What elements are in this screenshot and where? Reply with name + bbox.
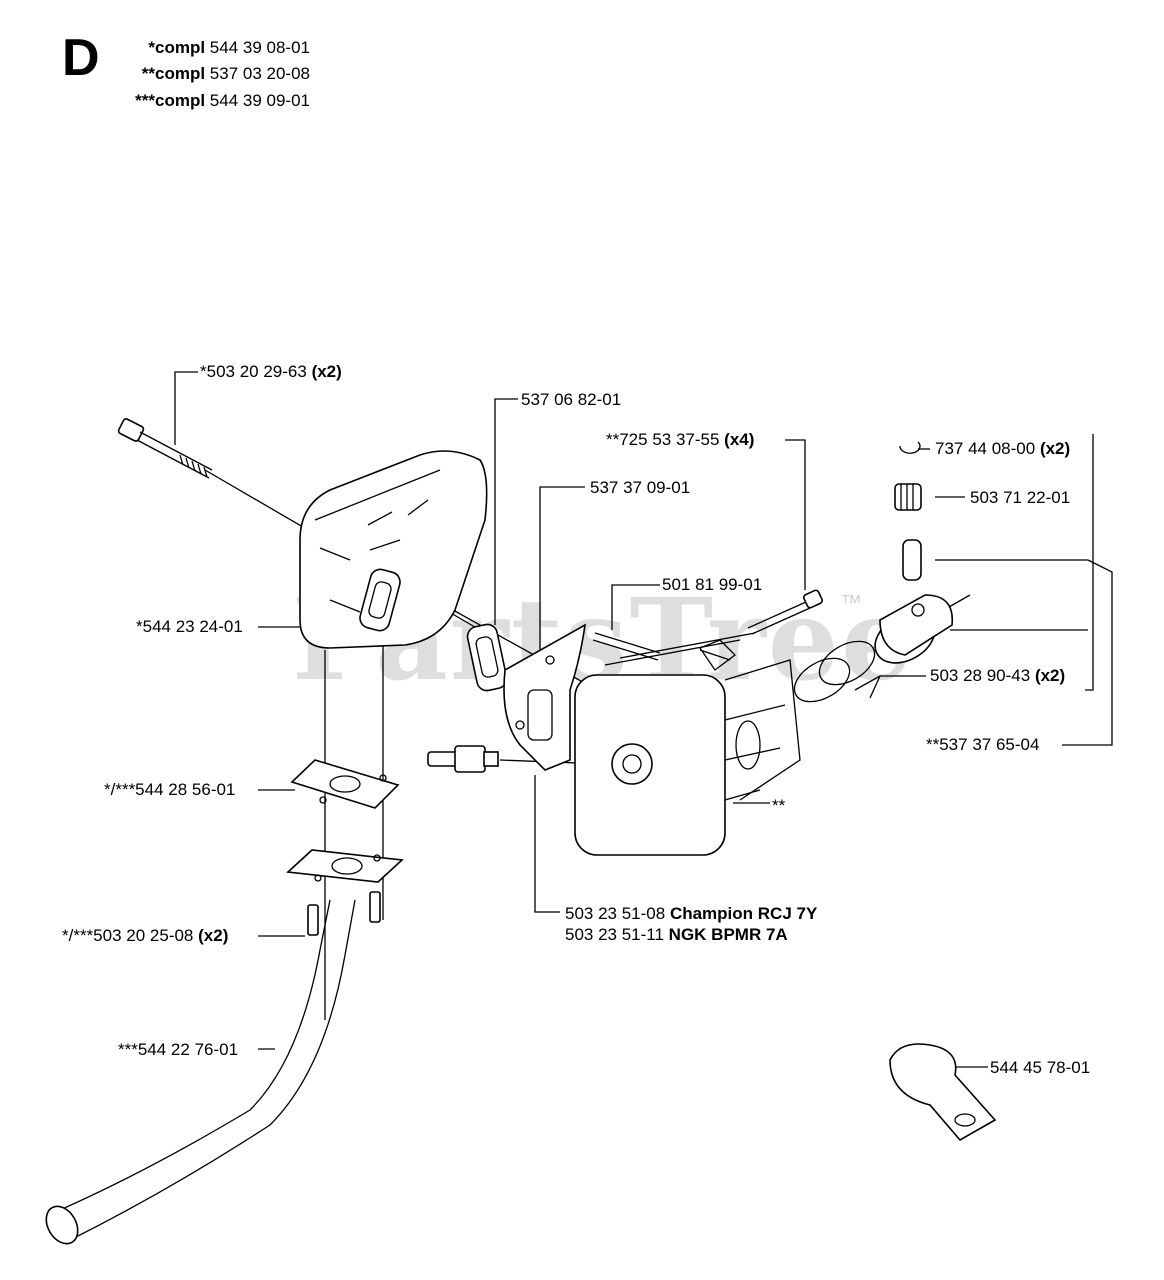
label-cylinder-mark: **	[772, 796, 786, 815]
pipe-screws	[307, 891, 381, 936]
exhaust-pipe	[45, 899, 356, 1245]
heat-shield-plate	[503, 623, 587, 771]
muffler	[299, 450, 488, 649]
label-spark-plug-1: 503 23 51-08 Champion RCJ 7Y	[565, 904, 818, 923]
watermark-tm: ™	[840, 590, 862, 615]
piston-pin	[902, 539, 922, 581]
label-circlip: 737 44 08-00 (x2)	[935, 439, 1071, 458]
label-piston-rings: 503 28 90-43 (x2)	[930, 666, 1066, 685]
circlip	[899, 441, 921, 454]
stud	[592, 632, 661, 661]
cylinder	[574, 632, 801, 856]
label-bearing: 503 71 22-01	[970, 488, 1071, 507]
gasket-1	[466, 623, 508, 692]
label-muffler-bolt: *503 20 29-63 (x2)	[200, 362, 342, 381]
pipe-flange	[286, 849, 404, 883]
pipe-gasket-1	[290, 759, 400, 809]
label-gasket-1: 537 06 82-01	[521, 390, 622, 409]
label-stud: 501 81 99-01	[662, 575, 763, 594]
label-pipe-screws: */***503 20 25-08 (x2)	[62, 926, 229, 945]
label-clamp: 544 45 78-01	[990, 1058, 1091, 1077]
piston-rings	[793, 640, 876, 703]
label-piston-kit: **537 37 65-04	[926, 735, 1040, 754]
needle-bearing	[894, 483, 922, 511]
label-cylinder-screw: **725 53 37-55 (x4)	[606, 430, 755, 449]
label-plate-1: 537 37 09-01	[590, 478, 691, 497]
muffler-bolt	[117, 418, 213, 479]
kit-line-2: **compl 537 03 20-08	[141, 64, 310, 83]
kit-line-3: ***compl 544 39 09-01	[135, 91, 310, 110]
label-spark-plug-2: 503 23 51-11 NGK BPMR 7A	[565, 925, 788, 944]
label-pipe: ***544 22 76-01	[118, 1040, 239, 1059]
section-letter: D	[62, 29, 100, 87]
cylinder-screw	[747, 589, 824, 635]
label-muffler: *544 23 24-01	[136, 617, 243, 636]
piston	[874, 594, 954, 664]
spark-plug	[427, 745, 499, 773]
clamp	[889, 1043, 997, 1142]
label-gasket-2: */***544 28 56-01	[104, 780, 236, 799]
kit-line-1: *compl 544 39 08-01	[148, 38, 310, 57]
